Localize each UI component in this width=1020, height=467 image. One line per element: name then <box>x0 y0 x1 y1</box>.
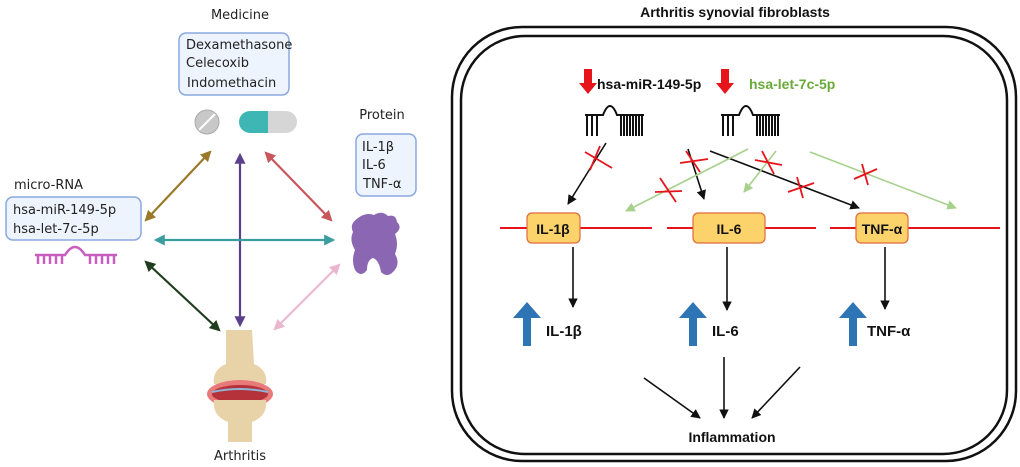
mirna-let7c-hairpin-icon <box>721 105 780 136</box>
medicine-item: Celecoxib <box>186 56 249 71</box>
gene-label: IL-1β <box>536 221 570 237</box>
mirna-name: hsa-miR-149-5p <box>597 76 701 92</box>
gene-il1b: IL-1β <box>526 212 581 244</box>
arrow-to-inflammation <box>643 377 701 419</box>
medicine-node: Medicine Dexamethasone Celecoxib Indomet… <box>178 8 297 135</box>
microrna-item: hsa-let-7c-5p <box>13 222 99 237</box>
upregulated-label: TNF-α <box>867 323 911 340</box>
cell-membrane-inner <box>459 34 1009 456</box>
mirna-name: hsa-let-7c-5p <box>749 76 835 92</box>
inhibition-x-icon <box>754 150 783 175</box>
medicine-title: Medicine <box>211 8 269 23</box>
cell-title: Arthritis synovial fibroblasts <box>640 4 830 20</box>
edge-let7c-il6 <box>743 150 777 193</box>
microrna-box <box>5 196 142 241</box>
arrow-to-inflammation <box>751 366 801 419</box>
up-arrow-icon <box>839 302 867 346</box>
arrow-medicine-protein <box>264 151 333 222</box>
protein-title: Protein <box>359 108 405 123</box>
gene-tnfa: TNF-α <box>855 212 909 244</box>
mirna-let7c-label: hsa-let-7c-5p <box>716 69 835 94</box>
protein-item: TNF-α <box>362 177 401 192</box>
arrow-protein-arthritis <box>273 263 341 331</box>
tablet-icon <box>194 109 220 135</box>
inhibition-x-icon <box>853 163 878 186</box>
rna-hairpin-icon <box>35 245 117 264</box>
protein-node: Protein IL-1β IL-6 TNF-α <box>351 108 417 275</box>
microrna-node: micro-RNA hsa-miR-149-5p hsa-let-7c-5p <box>5 178 142 264</box>
arthritis-title: Arthritis <box>214 449 266 464</box>
upregulated-il6: IL-6 <box>679 302 739 346</box>
inhibition-x-icon <box>787 176 815 199</box>
capsule-icon <box>239 111 297 133</box>
inflammation-label: Inflammation <box>688 429 775 445</box>
medicine-box <box>178 32 290 96</box>
knee-joint-icon <box>207 330 273 442</box>
gene-label: TNF-α <box>862 221 903 237</box>
medicine-item: Indomethacin <box>187 76 276 91</box>
mirna-149-hairpin-icon <box>585 105 644 136</box>
arrow-medicine-microrna <box>144 150 212 222</box>
edge-mir149-tnfa <box>709 150 860 210</box>
protein-item: IL-6 <box>362 158 386 173</box>
upregulated-label: IL-6 <box>712 323 739 340</box>
inhibition-x-icon <box>654 177 683 203</box>
inhibition-x-icon <box>679 150 709 173</box>
cell-membrane-outer <box>450 25 1018 463</box>
edge-let7c-tnfa <box>809 151 957 210</box>
edge-let7c-il1b <box>625 148 749 212</box>
protein-item: IL-1β <box>362 140 394 155</box>
microrna-title: micro-RNA <box>14 178 83 193</box>
protein-box <box>355 133 417 197</box>
upregulated-il1b: IL-1β <box>513 302 582 346</box>
inhibition-x-icon <box>584 145 613 171</box>
edge-mir149-il1b <box>567 142 607 205</box>
up-arrow-icon <box>679 302 707 346</box>
medicine-item: Dexamethasone <box>186 38 292 53</box>
down-arrow-icon <box>579 69 597 94</box>
upregulated-tnfa: TNF-α <box>839 302 911 346</box>
gene-il6: IL-6 <box>692 212 766 244</box>
up-arrow-icon <box>513 302 541 346</box>
protein-structure-icon <box>351 212 400 275</box>
mirna-149-label: hsa-miR-149-5p <box>579 69 701 94</box>
arrow-microrna-arthritis <box>144 260 221 332</box>
upregulated-label: IL-1β <box>546 323 582 340</box>
microrna-item: hsa-miR-149-5p <box>13 203 116 218</box>
down-arrow-icon <box>716 69 734 94</box>
gene-label: IL-6 <box>717 221 742 237</box>
arthritis-node: Arthritis <box>207 330 273 464</box>
